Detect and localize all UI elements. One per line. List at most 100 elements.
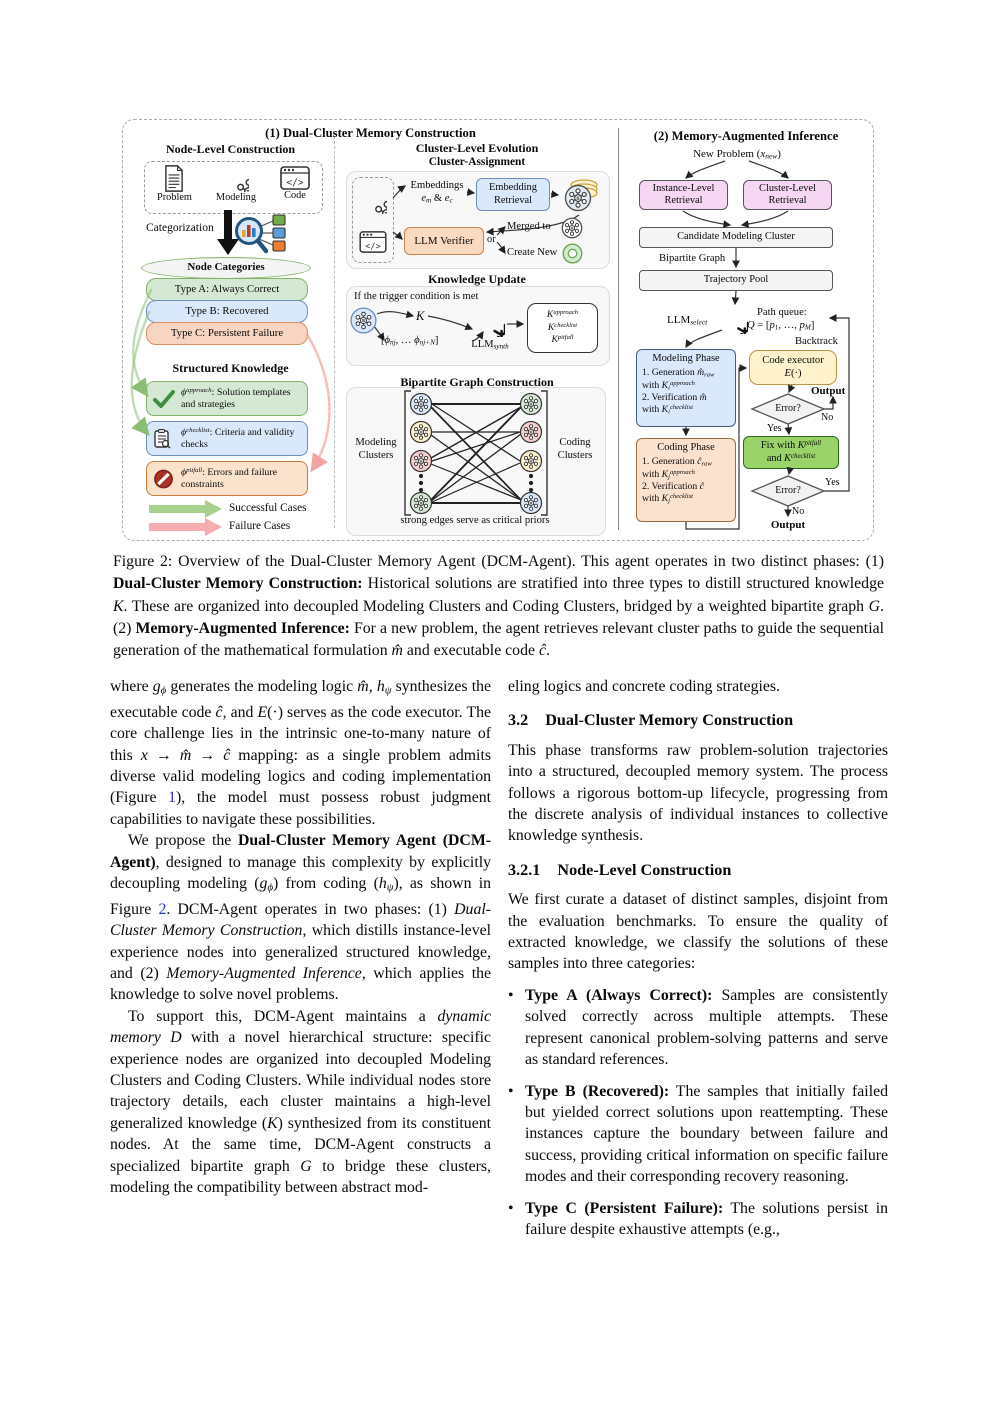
left-column: where gϕ generates the modeling logic m̂… bbox=[110, 676, 491, 1198]
path-queue-eq: Q = [p1, …, pM] bbox=[747, 320, 815, 332]
node-level-title: Node-Level Construction bbox=[166, 142, 295, 156]
bullet-marker: • bbox=[508, 1199, 514, 1217]
no-entry-icon bbox=[154, 469, 173, 488]
bipartite-construction-title: Bipartite Graph Construction bbox=[400, 375, 554, 389]
cluster-assignment-title: Cluster-Assignment bbox=[428, 156, 526, 168]
list-item-type-c: • Type C (Persistent Failure): The solut… bbox=[508, 1198, 888, 1241]
yes-label-2: Yes bbox=[825, 477, 840, 488]
cluster-retrieval-label: Cluster-Level Retrieval bbox=[759, 182, 816, 206]
trajectory-pool-box: Trajectory Pool bbox=[639, 270, 833, 291]
modeling-phase-title: Modeling Phase bbox=[652, 353, 720, 364]
new-problem-label: New Problem (xnew) bbox=[693, 148, 781, 161]
no-label-2: No bbox=[792, 506, 805, 517]
fix-box: Fix with Kpitfall and Kchecklist bbox=[743, 436, 839, 469]
cluster-evolution-title: Cluster-Level Evolution bbox=[415, 141, 539, 155]
bullet-text: Type A (Always Correct): Samples are con… bbox=[525, 986, 888, 1069]
instance-retrieval-box: Instance-Level Retrieval bbox=[639, 180, 728, 210]
document-icon bbox=[163, 165, 185, 192]
legend-success-label: Successful Cases bbox=[229, 502, 307, 514]
legend-failure-label: Failure Cases bbox=[229, 520, 291, 532]
cluster-node-icon bbox=[350, 307, 377, 334]
or-label: or bbox=[487, 234, 496, 245]
right-column: eling logics and concrete coding strateg… bbox=[508, 676, 888, 1240]
bullet-marker: • bbox=[508, 1082, 514, 1100]
output-label-bottom: Output bbox=[770, 519, 806, 531]
backtrack-label: Backtrack bbox=[795, 336, 838, 347]
error-check-1: Error? bbox=[775, 403, 801, 414]
bullet-text: Type C (Persistent Failure): The solutio… bbox=[525, 1199, 888, 1238]
type-a-band: Type A: Always Correct bbox=[146, 278, 308, 301]
embedding-retrieval-box: Embedding Retrieval bbox=[476, 178, 550, 211]
approach-knowledge-box: ϕapproach: Solution templates and strate… bbox=[146, 381, 308, 416]
k-approach: Kapproach bbox=[546, 308, 579, 320]
pitfall-knowledge-box: ϕpitfall: Errors and failure constraints bbox=[146, 461, 308, 496]
construction-panel-title: (1) Dual-Cluster Memory Construction bbox=[265, 126, 476, 140]
merged-to-label: Merged to bbox=[507, 221, 551, 232]
paragraph: This phase transforms raw problem-soluti… bbox=[508, 741, 888, 845]
llm-synth-label: LLMsynth bbox=[471, 339, 509, 351]
create-new-label: Create New bbox=[507, 247, 558, 258]
synth-output-box: Kapproach Kchecklist Kpitfall bbox=[527, 303, 598, 353]
knowledge-update-title: Knowledge Update bbox=[428, 272, 526, 286]
merged-cluster-icon bbox=[561, 217, 583, 239]
error-check-2: Error? bbox=[775, 485, 801, 496]
list-item-type-b: • Type B (Recovered): The samples that i… bbox=[508, 1081, 888, 1188]
node-categories-header: Node Categories bbox=[141, 257, 311, 279]
code-label: Code bbox=[284, 190, 306, 201]
checkmark-icon bbox=[153, 389, 175, 408]
problem-item: Problem bbox=[157, 165, 192, 204]
type-b-band: Type B: Recovered bbox=[146, 300, 308, 323]
type-c-band: Type C: Persistent Failure bbox=[146, 322, 308, 345]
coding-phase-line3: 2. Verification ĉ bbox=[642, 481, 704, 493]
k-checklist: Kchecklist bbox=[547, 321, 578, 333]
modeling-phase-line2: with Kiapproach bbox=[642, 379, 695, 391]
checklist-knowledge-box: ϕchecklist: Criteria and validity checks bbox=[146, 421, 308, 456]
embedding-retrieval-label: Embedding Retrieval bbox=[489, 182, 537, 206]
llm-select-logo-icon bbox=[720, 306, 748, 334]
no-label-1: No bbox=[821, 412, 834, 423]
panel-divider-solid bbox=[618, 128, 619, 530]
coding-phase-line1: 1. Generation ĉraw bbox=[642, 455, 712, 468]
llm-verifier-label: LLM Verifier bbox=[414, 234, 474, 247]
instance-retrieval-label: Instance-Level Retrieval bbox=[652, 182, 715, 206]
strong-edges-note: strong edges serve as critical priors bbox=[400, 515, 550, 526]
categorization-label: Categorization bbox=[146, 222, 214, 234]
k-pitfall: Kpitfall bbox=[551, 334, 574, 346]
code-executor-box: Code executor E(·) bbox=[749, 350, 837, 385]
approach-knowledge-text: ϕapproach: Solution templates and strate… bbox=[181, 387, 291, 410]
paragraph: We propose the Dual-Cluster Memory Agent… bbox=[110, 832, 491, 1004]
legend-arrows bbox=[149, 500, 222, 536]
fix-line2: and Kchecklist bbox=[766, 452, 816, 464]
llm-synth-logo-icon bbox=[475, 307, 505, 337]
modeling-phase-line1: 1. Generation m̂raw bbox=[642, 366, 715, 379]
coding-phase-line4: with Kjchecklist bbox=[642, 493, 693, 505]
assignment-input-node bbox=[352, 177, 394, 263]
modeling-phase-line3: 2. Verification m̂ bbox=[642, 392, 707, 404]
code-window-icon bbox=[280, 166, 310, 190]
section-number: 3.2 bbox=[508, 711, 529, 730]
code-item: Code bbox=[280, 165, 310, 202]
pitfall-knowledge-text: ϕpitfall: Errors and failure constraints bbox=[181, 467, 278, 490]
coding-phase-line2: with Kjapproach bbox=[642, 468, 695, 480]
modeling-label: Modeling bbox=[215, 192, 256, 203]
bullet-text: Type B (Recovered): The samples that ini… bbox=[525, 1082, 888, 1186]
coding-phase-title: Coding Phase bbox=[657, 442, 715, 453]
modeling-phase-box: Modeling Phase 1. Generation m̂raw with … bbox=[636, 349, 736, 427]
fix-line1: Fix with Kpitfall bbox=[760, 440, 822, 452]
list-item-type-a: • Type A (Always Correct): Samples are c… bbox=[508, 985, 888, 1071]
problem-label: Problem bbox=[157, 192, 192, 203]
new-cluster-icon bbox=[562, 243, 583, 264]
section-title: Node-Level Construction bbox=[557, 860, 732, 879]
bullet-marker: • bbox=[508, 986, 514, 1004]
llm-verifier-box: LLM Verifier bbox=[404, 227, 484, 255]
paragraph: To support this, DCM-Agent maintains a d… bbox=[110, 1007, 492, 1197]
paragraph: eling logics and concrete coding strateg… bbox=[508, 678, 780, 695]
candidate-cluster-box: Candidate Modeling Cluster bbox=[639, 227, 833, 248]
path-queue-label: Path queue: bbox=[757, 307, 807, 318]
modeling-clusters-label: Modeling Clusters bbox=[355, 437, 397, 461]
knowledge-k-symbol: K bbox=[416, 309, 425, 323]
cluster-stack-icon bbox=[564, 179, 598, 212]
